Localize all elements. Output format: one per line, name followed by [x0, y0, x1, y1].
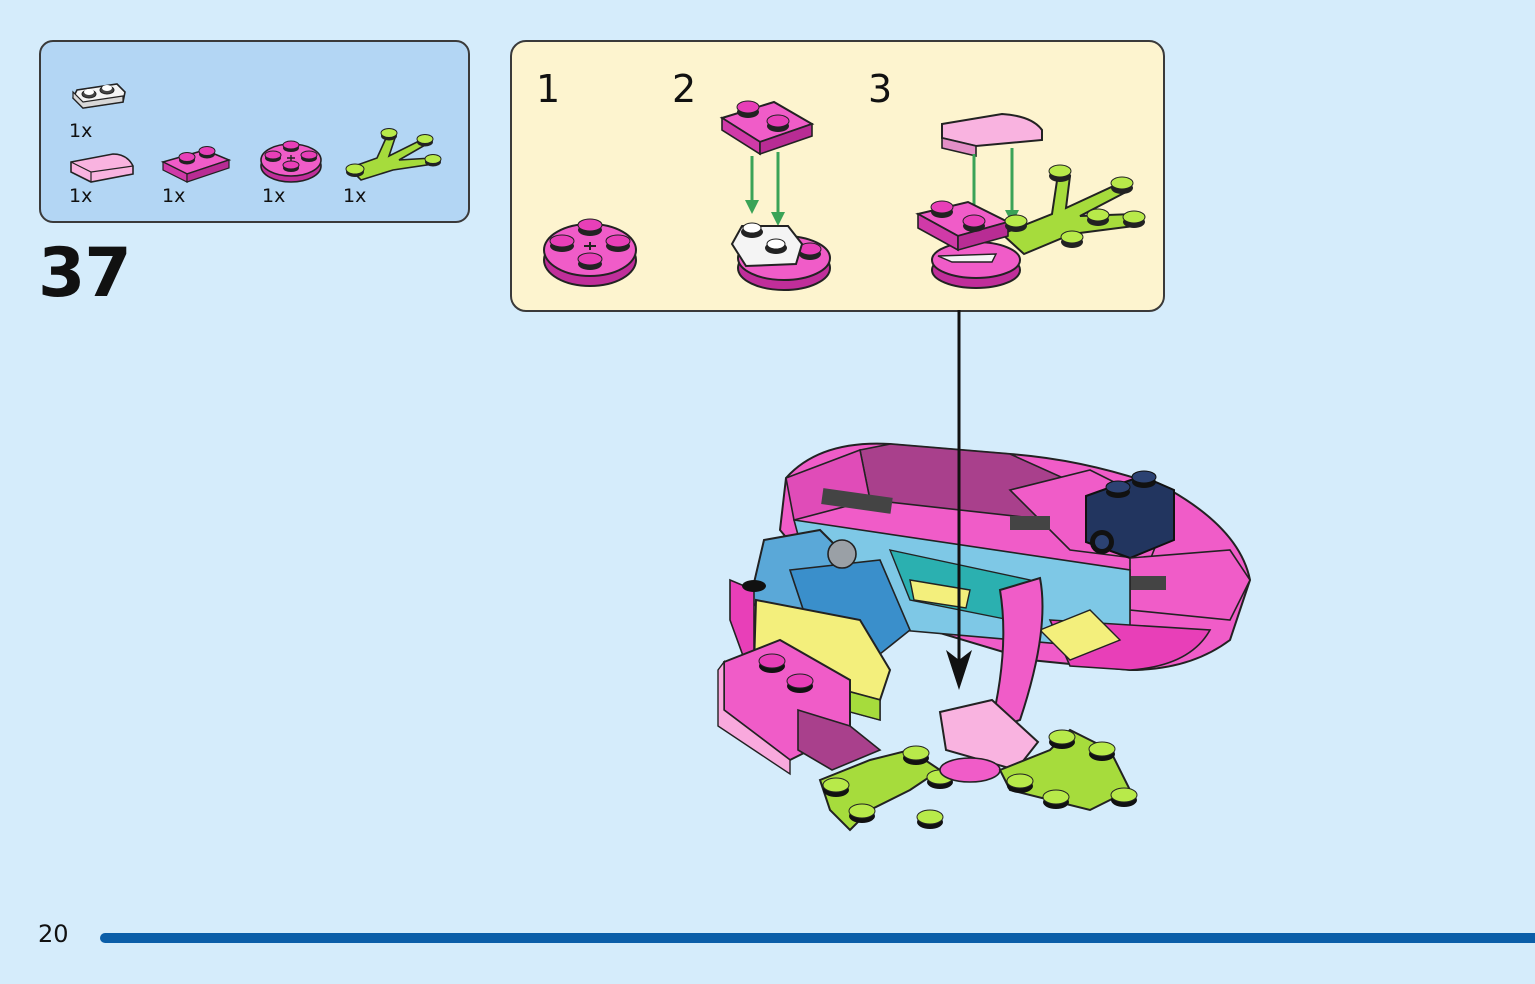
callout-pointer-arrow	[946, 310, 972, 690]
substep-3-assembly-icon	[915, 112, 1146, 289]
frog-model-illustration	[717, 442, 1252, 832]
qty-magenta-plate: 1x	[162, 185, 186, 207]
page-number: 20	[38, 920, 69, 948]
substep-callout-box: 1 2 3	[510, 40, 1165, 312]
magenta-round-plate-icon	[260, 140, 322, 183]
light-pink-slope-icon	[70, 153, 134, 183]
step-number: 37	[38, 234, 132, 313]
white-plate-1x2-icon	[72, 83, 126, 109]
substep-number-2: 2	[672, 67, 697, 111]
qty-magenta-round-plate: 1x	[262, 185, 286, 207]
substep-2-assembly-icon	[719, 100, 831, 291]
substep-1-round-plate-icon	[543, 218, 637, 287]
lime-frog-foot-icon	[345, 128, 442, 181]
magenta-plate-1x2-icon	[160, 146, 232, 183]
substep-number-1: 1	[536, 67, 561, 111]
parts-list-box: 1x 1x 1x 1x 1x	[39, 40, 470, 223]
page-footer-bar	[100, 933, 1535, 943]
qty-lime-frog-foot: 1x	[343, 185, 367, 207]
qty-white-plate: 1x	[69, 120, 93, 142]
substep-number-3: 3	[868, 67, 893, 111]
qty-light-pink-slope: 1x	[69, 185, 93, 207]
